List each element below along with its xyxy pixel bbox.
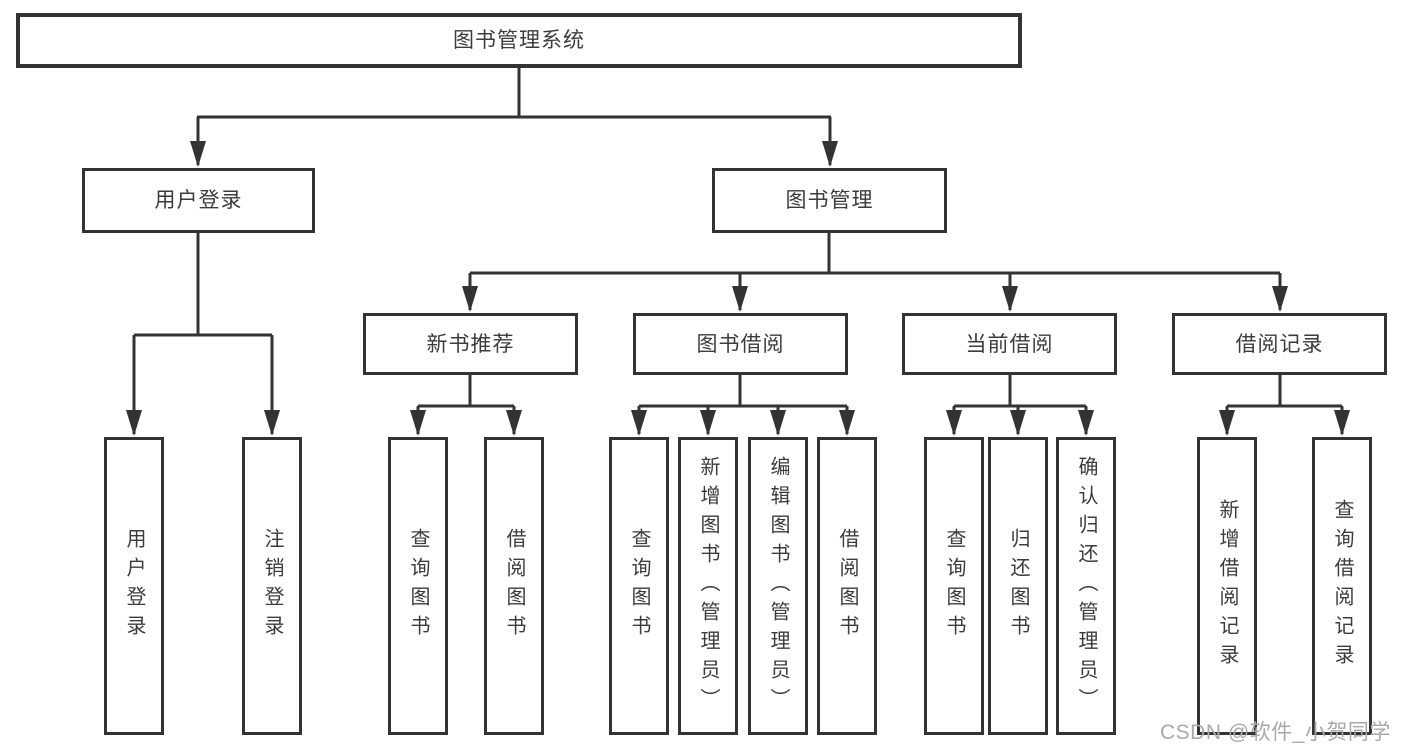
node-leaf-user-login: 用户登录 <box>104 437 164 735</box>
node-leaf-add-book-admin: 新增图书（管理员） <box>678 437 738 735</box>
node-leaf-query-books-recommend: 查询图书 <box>388 437 448 735</box>
node-borrow-records: 借阅记录 <box>1172 313 1387 375</box>
node-leaf-logout-label: 注销登录 <box>261 528 283 644</box>
branch-new-book-recommend <box>410 375 522 436</box>
branch-current-borrow <box>946 375 1094 436</box>
node-root-label: 图书管理系统 <box>453 29 585 52</box>
node-leaf-borrow-books-recommend-label: 借阅图书 <box>503 528 525 644</box>
node-leaf-confirm-return-admin-label: 确认归还（管理员） <box>1075 455 1097 717</box>
node-leaf-query-books-borrow: 查询图书 <box>609 437 669 735</box>
node-book-borrow-label: 图书借阅 <box>696 332 785 356</box>
node-leaf-add-borrow-record: 新增借阅记录 <box>1197 437 1257 735</box>
node-leaf-query-borrow-record: 查询借阅记录 <box>1312 437 1372 735</box>
node-new-book-recommend: 新书推荐 <box>363 313 578 375</box>
node-leaf-query-books-current: 查询图书 <box>924 437 984 735</box>
node-leaf-edit-book-admin-label: 编辑图书（管理员） <box>767 455 789 717</box>
node-leaf-query-books-current-label: 查询图书 <box>943 528 965 644</box>
node-leaf-return-book: 归还图书 <box>988 437 1048 735</box>
node-borrow-records-label: 借阅记录 <box>1235 332 1324 356</box>
node-book-management: 图书管理 <box>712 168 947 233</box>
node-leaf-add-borrow-record-label: 新增借阅记录 <box>1216 499 1238 673</box>
watermark-text: CSDN @软件_小贺同学 <box>1160 721 1391 744</box>
node-leaf-borrow-books-recommend: 借阅图书 <box>484 437 544 735</box>
node-leaf-edit-book-admin: 编辑图书（管理员） <box>748 437 808 735</box>
node-new-book-recommend-label: 新书推荐 <box>426 332 515 356</box>
node-leaf-confirm-return-admin: 确认归还（管理员） <box>1056 437 1116 735</box>
node-leaf-query-books-borrow-label: 查询图书 <box>628 528 650 644</box>
node-leaf-return-book-label: 归还图书 <box>1007 528 1029 644</box>
node-leaf-borrow-books: 借阅图书 <box>817 437 877 735</box>
node-current-borrow: 当前借阅 <box>902 313 1117 375</box>
node-leaf-add-book-admin-label: 新增图书（管理员） <box>697 455 719 717</box>
node-current-borrow-label: 当前借阅 <box>965 332 1054 356</box>
branch-borrow-records <box>1219 375 1350 436</box>
branch-root <box>190 67 838 167</box>
branch-user-login <box>126 233 280 436</box>
node-leaf-query-books-recommend-label: 查询图书 <box>407 528 429 644</box>
node-leaf-query-borrow-record-label: 查询借阅记录 <box>1331 499 1353 673</box>
node-leaf-borrow-books-label: 借阅图书 <box>836 528 858 644</box>
branch-book-borrow <box>631 375 855 436</box>
node-user-login-label: 用户登录 <box>154 189 243 212</box>
branch-book-management <box>462 233 1288 312</box>
node-leaf-user-login-label: 用户登录 <box>123 528 145 644</box>
node-book-borrow: 图书借阅 <box>633 313 848 375</box>
node-root: 图书管理系统 <box>16 13 1022 68</box>
node-user-login: 用户登录 <box>82 168 315 233</box>
node-leaf-logout: 注销登录 <box>242 437 302 735</box>
node-book-management-label: 图书管理 <box>785 189 874 212</box>
